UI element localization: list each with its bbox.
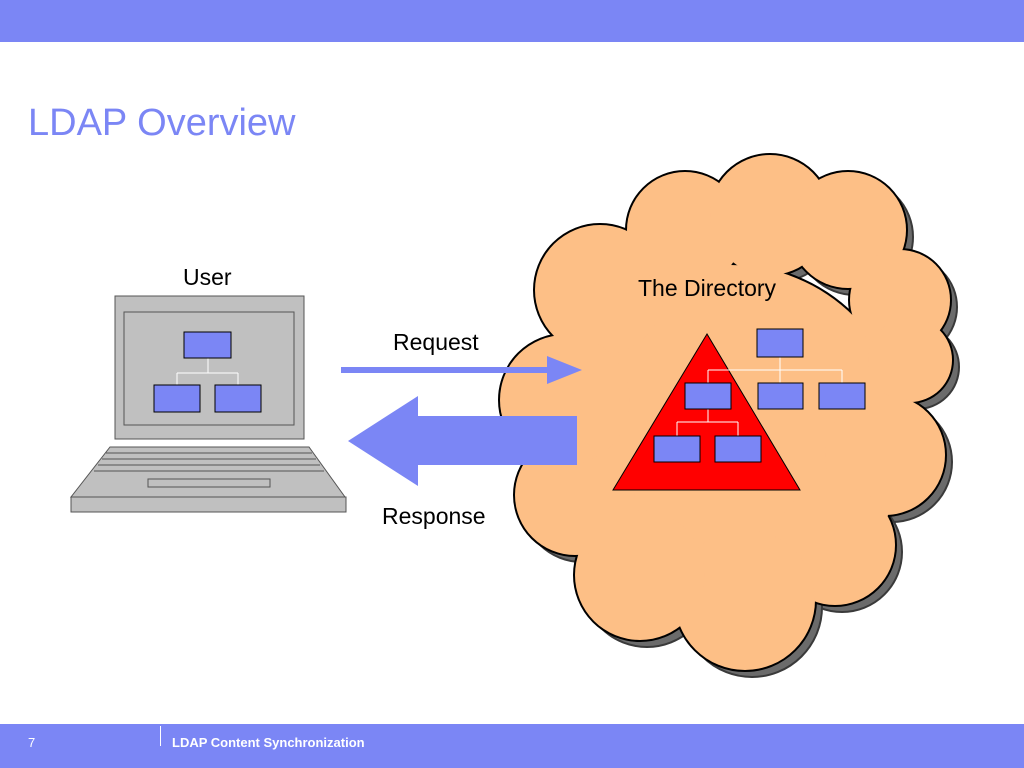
laptop-base: [70, 496, 347, 513]
laptop-touchpad: [147, 478, 271, 488]
request-label: Request: [393, 329, 479, 355]
user-node: [214, 384, 262, 413]
footer-bar: [0, 724, 1024, 768]
laptop-keyboard: [69, 446, 346, 498]
directory-node: [684, 382, 732, 410]
user-node: [153, 384, 201, 413]
response-label: Response: [382, 503, 486, 529]
directory-node: [757, 382, 804, 410]
top-bar: [0, 0, 1024, 42]
request-arrow: [341, 356, 582, 384]
laptop-display: [123, 311, 295, 426]
directory-node: [818, 382, 866, 410]
directory-node: [714, 435, 762, 463]
footer-text: LDAP Content Synchronization: [172, 735, 365, 750]
directory-node: [653, 435, 701, 463]
keyboard-rows: [94, 452, 324, 472]
user-root-node: [183, 331, 232, 359]
laptop-icon: [69, 295, 347, 513]
user-tree-lines: [176, 358, 239, 385]
directory-label: The Directory: [638, 275, 777, 301]
slide-title: LDAP Overview: [28, 102, 296, 144]
directory-root-node: [756, 328, 804, 358]
directory-tree-lines: [676, 357, 843, 436]
page-number: 7: [28, 735, 36, 750]
user-label: User: [183, 264, 232, 290]
footer-divider: [160, 726, 161, 746]
response-arrow: [348, 396, 577, 486]
